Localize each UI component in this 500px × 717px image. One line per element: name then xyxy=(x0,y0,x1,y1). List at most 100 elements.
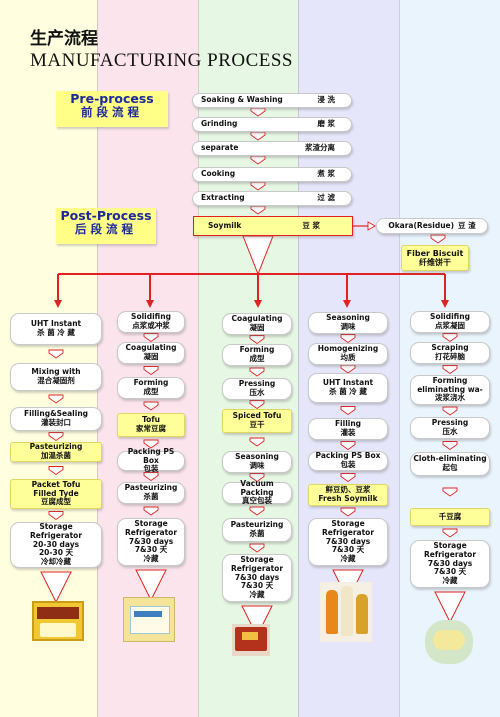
step-text: 家常豆腐 xyxy=(136,424,166,433)
large-down-arrow-icon xyxy=(241,605,273,638)
step-text: UHT Instant xyxy=(322,378,374,388)
large-down-arrow-icon xyxy=(135,569,167,602)
down-arrow-icon xyxy=(143,439,159,449)
down-arrow-icon xyxy=(340,334,356,344)
down-arrow-icon xyxy=(250,131,266,141)
preprocess-label-zh: 前段流程 xyxy=(81,105,143,119)
step-text: Filling xyxy=(334,419,362,429)
soymilk-en: Soymilk xyxy=(208,220,242,230)
preprocess-step: Soaking & Washing 浸 洗 xyxy=(192,93,352,108)
postprocess-label-zh: 后段流程 xyxy=(75,222,137,236)
step-text: 20-30 天 xyxy=(38,548,74,558)
okara-zh: 豆 渣 xyxy=(458,220,476,230)
soymilk-zh: 豆 浆 xyxy=(302,220,320,230)
step-text: Refrigerator xyxy=(321,528,375,538)
step-text: Solidifing xyxy=(131,312,171,322)
down-arrow-icon xyxy=(249,506,265,516)
step-text: Storage xyxy=(433,541,467,551)
right-arrow-icon xyxy=(367,221,376,231)
title-chinese: 生产流程 xyxy=(30,29,98,49)
down-arrow-icon xyxy=(249,473,265,483)
preprocess-step-zh: 浸 洗 xyxy=(317,95,335,105)
step-text: 泼浆浇水 xyxy=(435,393,465,403)
down-arrow-icon xyxy=(249,400,265,410)
down-arrow-icon xyxy=(249,335,265,345)
preprocess-step-zh: 浆渣分离 xyxy=(305,143,335,153)
soymilk-box: Soymilk 豆 浆 xyxy=(193,216,353,236)
step-text: 7&30 days xyxy=(128,536,174,546)
postprocess-label: Post-Process 后段流程 xyxy=(56,208,156,244)
step-text: 压水 xyxy=(249,388,265,397)
step-text: Seasoning xyxy=(326,313,370,323)
step-text: 7&30 天 xyxy=(240,581,274,591)
product-photo-soymilk xyxy=(320,582,372,642)
step-text: 调味 xyxy=(249,461,265,470)
down-arrow-icon xyxy=(143,366,159,376)
product-photo-packet-tofu xyxy=(32,601,84,641)
title-english: MANUFACTURING PROCESS xyxy=(30,50,294,71)
process-step-box: 千豆腐 xyxy=(410,508,490,526)
step-text: Refrigerator xyxy=(230,564,284,574)
arrowhead-icon xyxy=(146,300,154,308)
step-text: Refrigerator xyxy=(29,531,83,541)
step-text: Fresh Soymilk xyxy=(318,494,378,503)
down-arrow-icon xyxy=(249,437,265,447)
preprocess-step-en: Soaking & Washing xyxy=(201,95,283,105)
preprocess-step-zh: 磨 浆 xyxy=(317,119,335,129)
step-text: Storage xyxy=(240,555,274,565)
band-divider xyxy=(399,0,400,717)
step-text: 7&30 days xyxy=(234,572,280,582)
down-arrow-icon xyxy=(250,205,266,215)
down-arrow-icon xyxy=(442,528,458,538)
arrowhead-icon xyxy=(54,300,62,308)
step-text: 纤维饼干 xyxy=(419,258,451,267)
step-text: Pasteurizing xyxy=(124,483,178,493)
step-text: 冷藏 xyxy=(340,553,356,563)
step-text: 包装 xyxy=(340,460,356,469)
step-text: 杀 菌 冷 藏 xyxy=(37,328,75,337)
step-text: 加温杀菌 xyxy=(41,451,71,460)
down-arrow-icon xyxy=(340,364,356,374)
step-text: Fiber Biscuit xyxy=(406,248,464,258)
preprocess-step-zh: 过 滤 xyxy=(317,193,335,203)
down-arrow-icon xyxy=(250,181,266,191)
preprocess-step: separate 浆渣分离 xyxy=(192,141,352,156)
down-arrow-icon xyxy=(442,365,458,375)
band-divider xyxy=(198,0,199,717)
band-divider xyxy=(298,0,299,717)
preprocess-step-en: separate xyxy=(201,143,239,153)
step-text: 千豆腐 xyxy=(438,511,462,521)
step-text: 鲜豆奶、豆浆 xyxy=(325,485,371,495)
step-text: Packet Tofu xyxy=(31,480,81,490)
product-photo-spiced-tofu xyxy=(232,624,270,656)
step-text: 7&30 天 xyxy=(134,545,168,555)
step-text: 灌装 xyxy=(340,428,356,437)
step-text: Packing PS Box xyxy=(315,451,381,461)
step-text: 混合凝固剂 xyxy=(37,376,75,385)
step-text: Refrigerator xyxy=(423,550,477,560)
step-text: 冷藏 xyxy=(249,589,265,599)
step-text: 点浆凝固 xyxy=(435,321,465,330)
postprocess-label-en: Post-Process xyxy=(60,208,152,223)
step-text: Coagulating xyxy=(231,314,283,324)
step-text: Spiced Tofu xyxy=(232,411,282,421)
step-text: Forming xyxy=(432,376,468,386)
